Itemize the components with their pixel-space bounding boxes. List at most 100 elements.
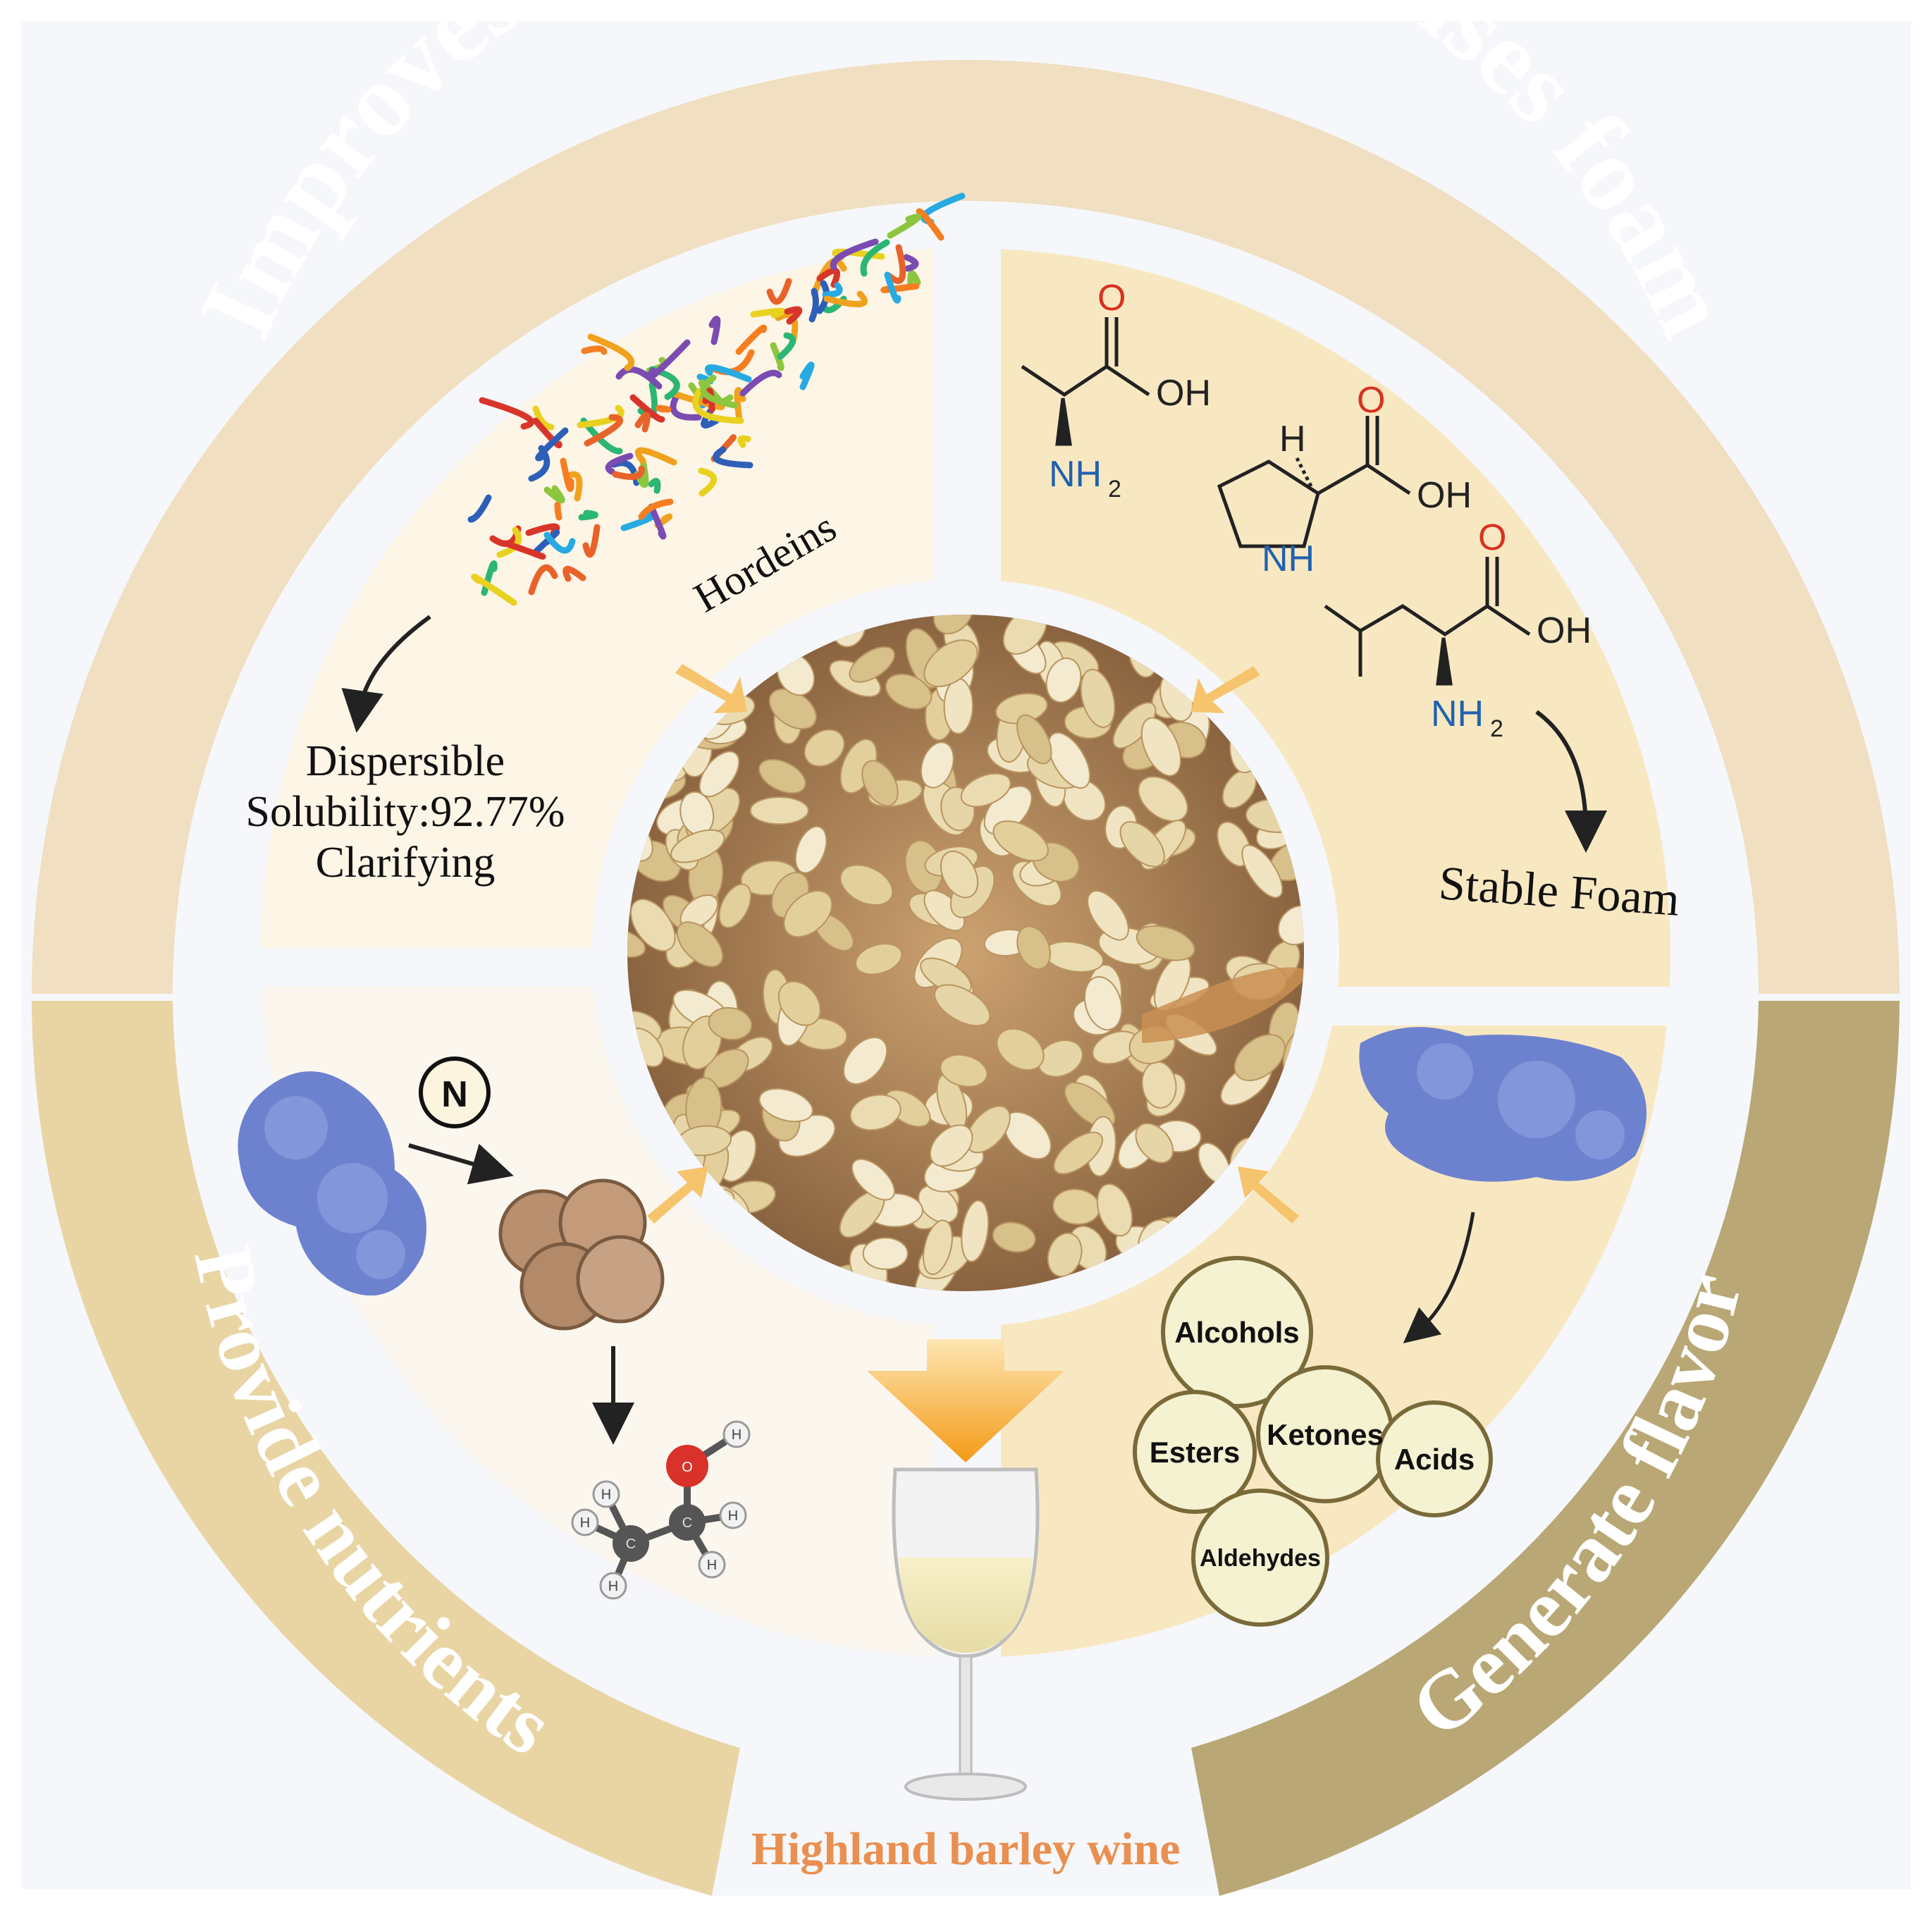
hordein-ribbon xyxy=(880,283,920,293)
alanine-hydroxyl: OH xyxy=(1156,373,1211,414)
circle-alcohols xyxy=(1161,1256,1313,1408)
label-acids: Acids xyxy=(1394,1443,1475,1476)
hordein-ribbon xyxy=(808,288,819,323)
barley-grain xyxy=(861,760,899,807)
property-clarifying: Clarifying xyxy=(316,839,496,887)
barley-grain xyxy=(758,758,806,794)
hordein-ribbon xyxy=(605,452,634,475)
hordein-ribbon xyxy=(554,501,562,521)
hordein-ribbon xyxy=(886,244,906,284)
nitrogen-badge: N xyxy=(419,1056,491,1128)
hordein-ribbon xyxy=(811,257,847,297)
hordein-ribbon xyxy=(670,394,702,421)
ethanol-hydrogen-3: H xyxy=(608,1579,618,1594)
hordein-ribbon xyxy=(750,307,786,319)
barley-grain xyxy=(862,1237,909,1270)
hordein-ribbon xyxy=(656,405,672,413)
hordein-ribbon xyxy=(528,564,558,596)
hordein-ribbon xyxy=(648,478,661,494)
barley-grain xyxy=(849,646,895,683)
hordein-ribbon xyxy=(903,254,919,272)
hordeins-arrow xyxy=(341,615,431,733)
barley-grain xyxy=(1083,976,1123,1031)
ethanol-hydrogen-2: H xyxy=(580,1515,590,1531)
barley-grain xyxy=(1136,925,1195,961)
barley-grain xyxy=(777,980,821,1026)
hordein-ribbon xyxy=(784,306,803,325)
hordein-ribbon xyxy=(560,457,574,493)
product-label: Highland barley wine xyxy=(751,1823,1181,1875)
nitrogen-arrow xyxy=(408,1143,514,1185)
hordein-ribbon xyxy=(532,405,555,431)
barley-grain xyxy=(849,1094,902,1131)
barley-grain xyxy=(923,1219,953,1276)
hordein-ribbon xyxy=(884,271,902,304)
hordein-ribbon xyxy=(692,388,744,424)
barley-grain xyxy=(718,883,752,929)
label-alcohols: Alcohols xyxy=(1174,1316,1299,1349)
ethanol-oxygen: O xyxy=(682,1460,693,1475)
barley-grain xyxy=(758,1088,813,1123)
hordein-ribbon xyxy=(766,278,792,305)
hordeins-properties: Dispersible Solubility:92.77% Clarifying xyxy=(246,737,565,887)
hordein-ribbon xyxy=(629,394,665,423)
barley-grain xyxy=(885,673,933,710)
pointer-arrow-bottom-left xyxy=(647,1166,708,1224)
ethanol-atom-labels: C C O H H H H H H xyxy=(580,1427,742,1594)
barley-grain xyxy=(630,899,676,952)
barley-grain xyxy=(923,639,978,687)
foam-arrow xyxy=(1535,710,1607,853)
hordein-ribbon xyxy=(467,494,492,523)
hordein-ribbon xyxy=(620,510,656,531)
barley-grain xyxy=(1080,668,1116,728)
barley-grain xyxy=(933,615,974,635)
barley-grain xyxy=(1047,1232,1083,1278)
proline-structure xyxy=(1217,416,1411,548)
barley-grain xyxy=(996,1028,1045,1071)
hordein-ribbon xyxy=(564,471,583,502)
alanine-oxygen: O xyxy=(1097,278,1126,319)
barley-grain xyxy=(1045,657,1082,703)
barley-grain xyxy=(1119,821,1165,868)
proline-hydroxyl: OH xyxy=(1417,475,1472,516)
leucine-oxygen: O xyxy=(1478,517,1506,558)
hordein-ribbon xyxy=(587,333,635,371)
barley-grain xyxy=(1096,1183,1133,1237)
flavor-compound-circles xyxy=(1133,1256,1493,1627)
proline-hydrogen: H xyxy=(1279,419,1306,460)
barley-grain xyxy=(1241,844,1284,899)
hordein-ribbon xyxy=(735,324,768,355)
protein-blob-right xyxy=(1359,1027,1647,1182)
leucine-amine: NH xyxy=(1431,694,1484,734)
property-dispersible: Dispersible xyxy=(306,737,505,785)
circle-esters xyxy=(1133,1390,1257,1514)
pointer-arrows xyxy=(647,664,1299,1224)
barley-grain xyxy=(1087,890,1129,941)
barley-grain xyxy=(1135,1123,1174,1164)
ring-segment-top xyxy=(32,60,1900,994)
barley-grain xyxy=(943,678,974,734)
ethanol-carbon-2: C xyxy=(682,1515,692,1531)
hordein-ribbon xyxy=(648,503,667,540)
yeast-cell-cluster xyxy=(498,1178,665,1331)
hordein-ribbon xyxy=(615,366,663,390)
barley-grain xyxy=(992,1221,1036,1253)
hordein-ribbon xyxy=(543,531,576,554)
hordein-ribbon xyxy=(708,316,721,345)
hordein-ribbon xyxy=(770,342,785,371)
pointer-arrow-bottom-right xyxy=(1238,1166,1299,1224)
hordein-ribbon xyxy=(646,339,691,381)
hordein-ribbon xyxy=(823,290,868,308)
wine-glass xyxy=(892,1467,1040,1801)
leucine-hydroxyl: OH xyxy=(1537,610,1592,651)
barley-grain xyxy=(839,864,894,906)
alanine-amine-subscript: 2 xyxy=(1108,476,1121,503)
label-ketones: Ketones xyxy=(1267,1418,1384,1451)
barley-grain xyxy=(920,741,954,789)
hordein-ribbon xyxy=(471,573,517,606)
leucine-amine-subscript: 2 xyxy=(1490,715,1503,742)
barley-grain xyxy=(940,1054,988,1088)
barley-grain xyxy=(1140,717,1181,777)
barley-grain xyxy=(934,984,991,1027)
